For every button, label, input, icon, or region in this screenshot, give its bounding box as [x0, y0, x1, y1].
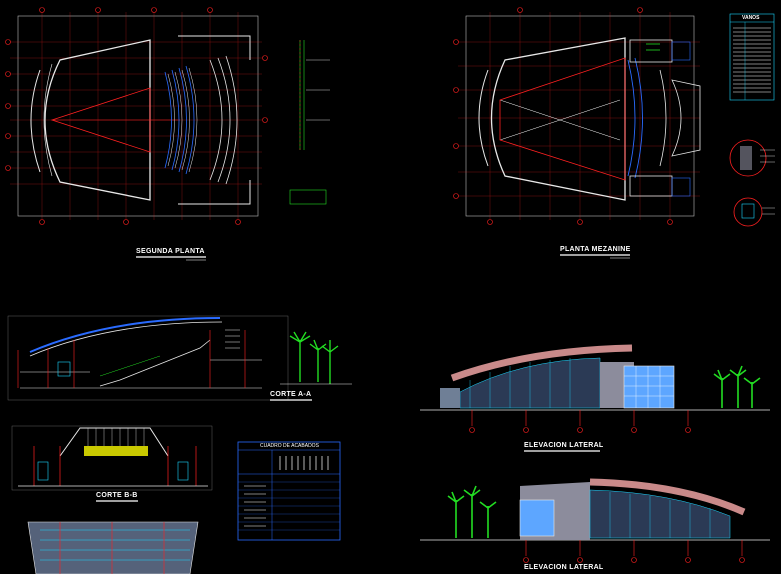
elevation-lateral-1	[420, 344, 770, 433]
title-segunda-planta: SEGUNDA PLANTA	[136, 248, 205, 255]
title-elevacion-lateral-1: ELEVACION LATERAL	[524, 442, 604, 449]
finishes-table	[237, 441, 341, 541]
section-b-b	[11, 425, 213, 491]
elevation-lateral-2	[420, 478, 770, 563]
finishes-table-title: CUADRO DE ACABADOS	[260, 443, 319, 449]
title-corte-bb: CORTE B-B	[96, 492, 138, 499]
section-a-a	[7, 315, 352, 401]
plan-mezanine	[453, 7, 701, 225]
plan-segunda-planta	[5, 7, 330, 225]
title-elevacion-lateral-2: ELEVACION LATERAL	[524, 564, 604, 571]
vanos-table	[729, 13, 775, 227]
title-planta-mezanine: PLANTA MEZANINE	[560, 246, 631, 253]
front-elevation-fragment	[27, 521, 199, 574]
title-corte-aa: CORTE A-A	[270, 391, 312, 398]
vanos-table-title: VANOS	[742, 15, 760, 21]
